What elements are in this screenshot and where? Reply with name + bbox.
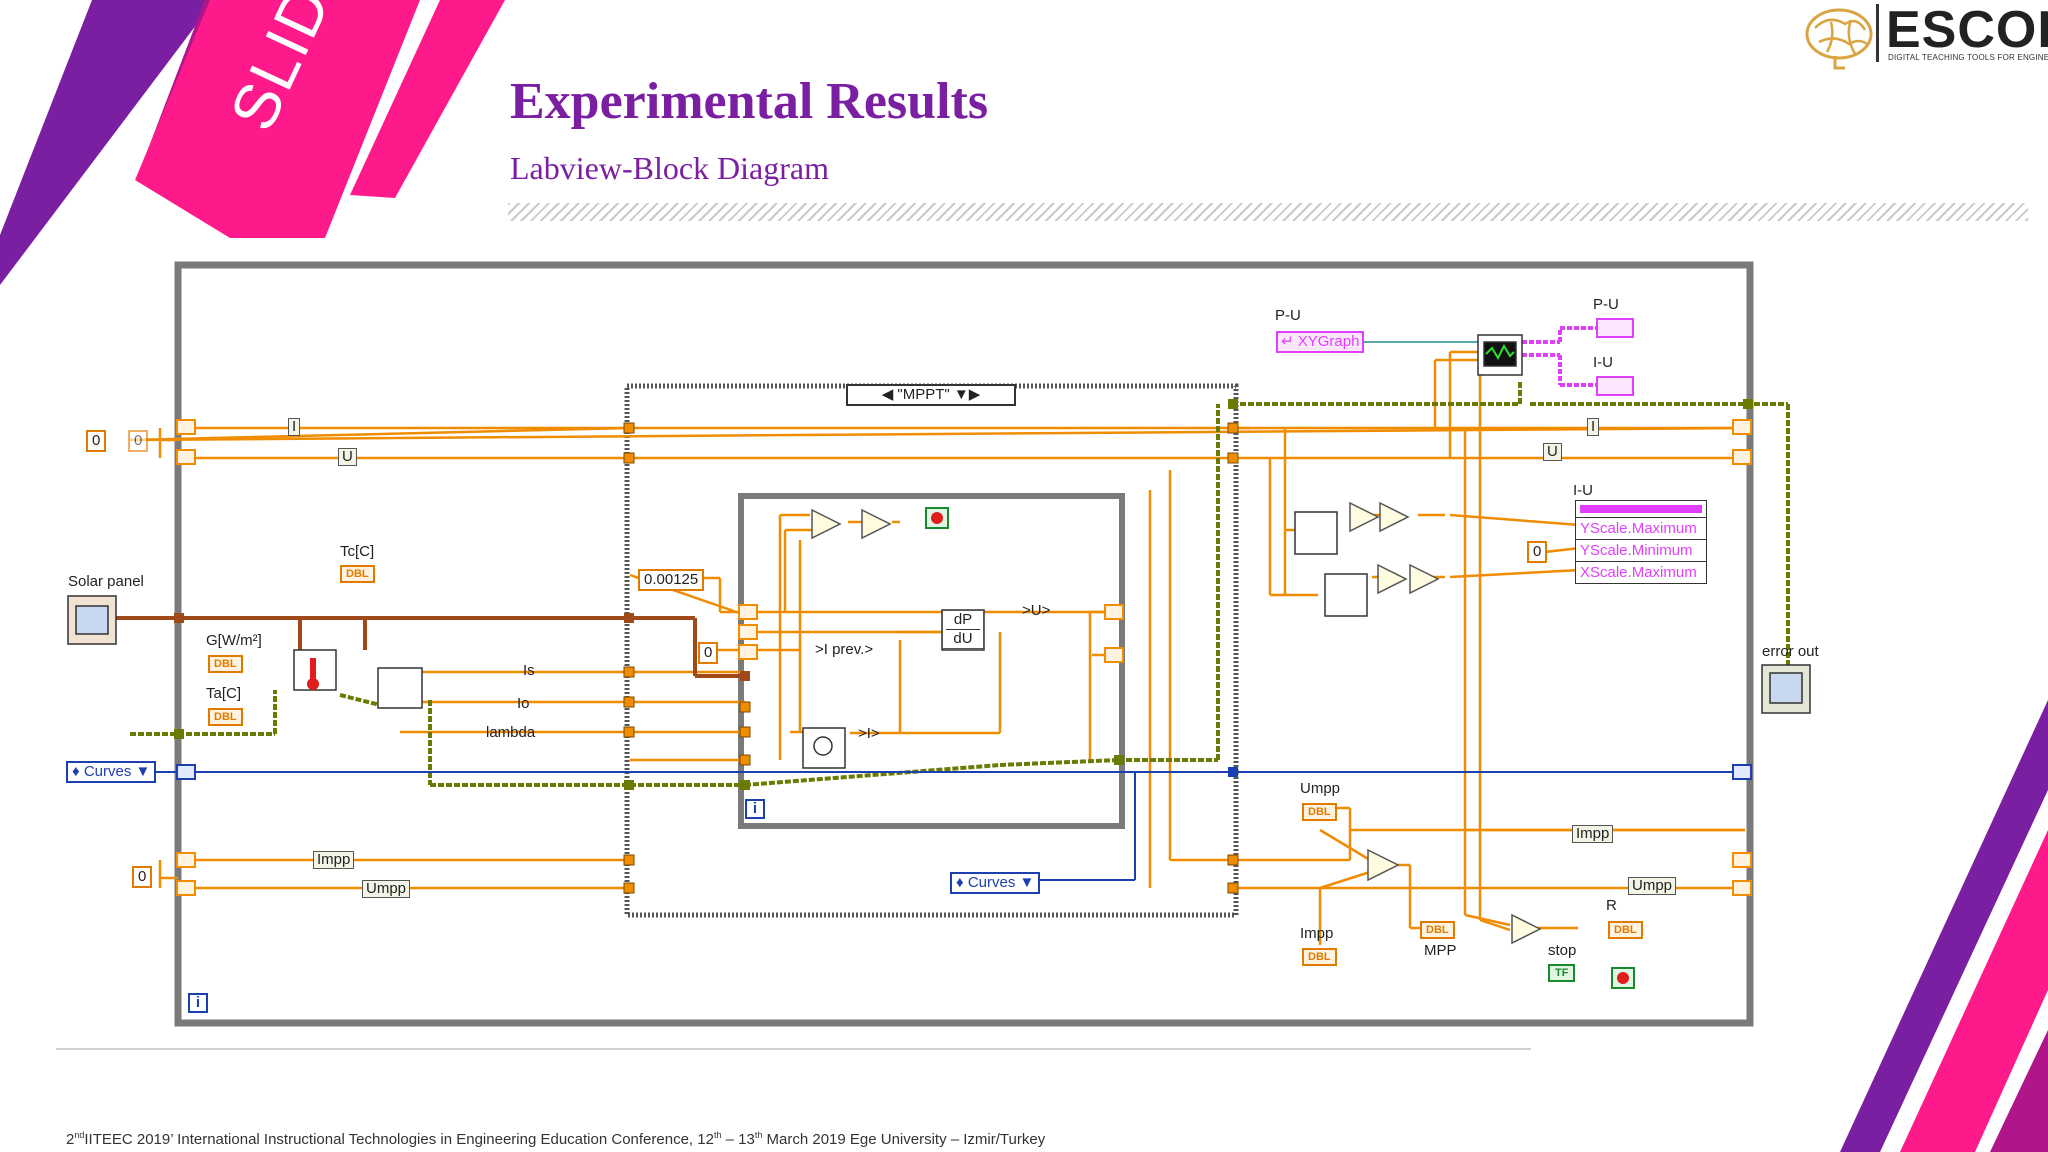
r-label: R <box>1606 897 1617 914</box>
logo-name: ESCOLA <box>1886 1 2048 59</box>
g-control[interactable]: DBL <box>208 655 243 673</box>
footer-conf-text: IITEEC 2019’ International Instructional… <box>84 1131 714 1148</box>
prop-yscale-min: YScale.Minimum <box>1576 539 1706 561</box>
prop-xscale-max: XScale.Maximum <box>1576 561 1706 583</box>
footer-dash: – 13 <box>721 1131 755 1148</box>
footer-divider <box>56 1048 1531 1050</box>
impp-label: Impp <box>1300 925 1334 942</box>
i-wire-tag-left: I <box>288 418 301 436</box>
logo-tagline: DIGITAL TEACHING TOOLS FOR ENGINEERING L… <box>1888 53 2048 62</box>
mpp-indicator: DBL <box>1420 921 1455 939</box>
impp-wire-tag-right: Impp <box>1572 825 1614 843</box>
iu-right-label: I-U <box>1593 354 1613 371</box>
g-label: G[W/m²] <box>206 632 262 649</box>
conference-footer: 2ndIITEEC 2019’ International Instructio… <box>66 1130 1045 1148</box>
ta-control[interactable]: DBL <box>208 708 243 726</box>
impp-control[interactable]: DBL <box>1302 948 1337 966</box>
dp-du-node: dP dU <box>942 610 984 649</box>
iu-graph-terminal <box>1596 376 1634 396</box>
case-selector-label: "MPPT" <box>897 386 950 403</box>
u-wire-tag-right: U <box>1543 443 1562 461</box>
iu-node-label: I-U <box>1573 482 1593 499</box>
dp-label: dP <box>953 611 973 628</box>
pu-right-label: P-U <box>1593 296 1619 313</box>
pu-top-label: P-U <box>1275 307 1301 324</box>
umpp-wire-tag-left: Umpp <box>362 880 411 898</box>
umpp-label: Umpp <box>1300 780 1341 797</box>
tc-control[interactable]: DBL <box>340 565 375 583</box>
inner-loop-iteration-icon: i <box>745 799 765 819</box>
page-title: Experimental Results <box>510 73 989 130</box>
stop-button[interactable]: TF <box>1548 964 1576 982</box>
io-label: Io <box>517 695 530 712</box>
i-prev-label: >I prev.> <box>815 641 874 658</box>
case-selector[interactable]: ◀ "MPPT" ▼▶ <box>846 384 1016 406</box>
lambda-label: lambda <box>486 724 536 741</box>
stop-label: stop <box>1548 942 1577 959</box>
tc-label: Tc[C] <box>340 543 375 560</box>
u-out-label: >U> <box>1022 602 1051 619</box>
numeric-constant[interactable]: 0 <box>698 642 719 664</box>
loop-iteration-icon: i <box>188 993 208 1013</box>
curves-enum-left[interactable]: ♦ Curves ▼ <box>66 761 157 783</box>
logo-brain-icon <box>1805 8 1873 70</box>
error-out-label: error out <box>1762 643 1819 660</box>
i-wire-tag-right: I <box>1587 418 1600 436</box>
thermometer-icon <box>310 658 316 684</box>
ta-label: Ta[C] <box>206 685 242 702</box>
footer-day1-sup: th <box>713 1130 722 1140</box>
numeric-constant[interactable]: 0 <box>132 866 153 888</box>
iu-property-node: YScale.Maximum YScale.Minimum XScale.Max… <box>1575 500 1707 584</box>
pu-graph-terminal <box>1596 318 1634 338</box>
footer-prefix-sup: nd <box>74 1130 85 1140</box>
du-label: dU <box>946 629 980 648</box>
umpp-control[interactable]: DBL <box>1302 803 1337 821</box>
stop-led-icon <box>925 507 1635 989</box>
curves-enum-mid[interactable]: ♦ Curves ▼ <box>950 872 1041 894</box>
page-subtitle: Labview-Block Diagram <box>510 150 829 186</box>
u-wire-tag-left: U <box>338 448 357 466</box>
step-constant[interactable]: 0.00125 <box>638 569 705 591</box>
i-out-label: >I> <box>858 725 880 742</box>
umpp-wire-tag-right: Umpp <box>1628 877 1677 895</box>
numeric-constant[interactable]: 0 <box>128 430 149 452</box>
mpp-label: MPP <box>1424 942 1457 959</box>
footer-rest: March 2019 Ege University – Izmir/Turkey <box>762 1131 1046 1148</box>
curves-left-label: Curves <box>83 763 132 780</box>
numeric-constant[interactable]: 0 <box>1527 541 1548 563</box>
impp-wire-tag-left: Impp <box>313 851 355 869</box>
r-indicator: DBL <box>1608 921 1643 939</box>
hatched-divider <box>508 203 2028 221</box>
prop-yscale-max: YScale.Maximum <box>1576 517 1706 539</box>
footer-prefix: 2 <box>66 1131 75 1148</box>
footer-day2-sup: th <box>754 1130 763 1140</box>
xygraph-label: XYGraph <box>1297 333 1360 350</box>
numeric-constant[interactable]: 0 <box>86 430 107 452</box>
logo-divider <box>1876 4 1879 62</box>
xygraph-reference[interactable]: ↵ XYGraph <box>1276 331 1365 353</box>
solar-panel-label: Solar panel <box>68 573 144 590</box>
curves-mid-label: Curves <box>967 874 1016 891</box>
is-label: Is <box>523 662 535 679</box>
